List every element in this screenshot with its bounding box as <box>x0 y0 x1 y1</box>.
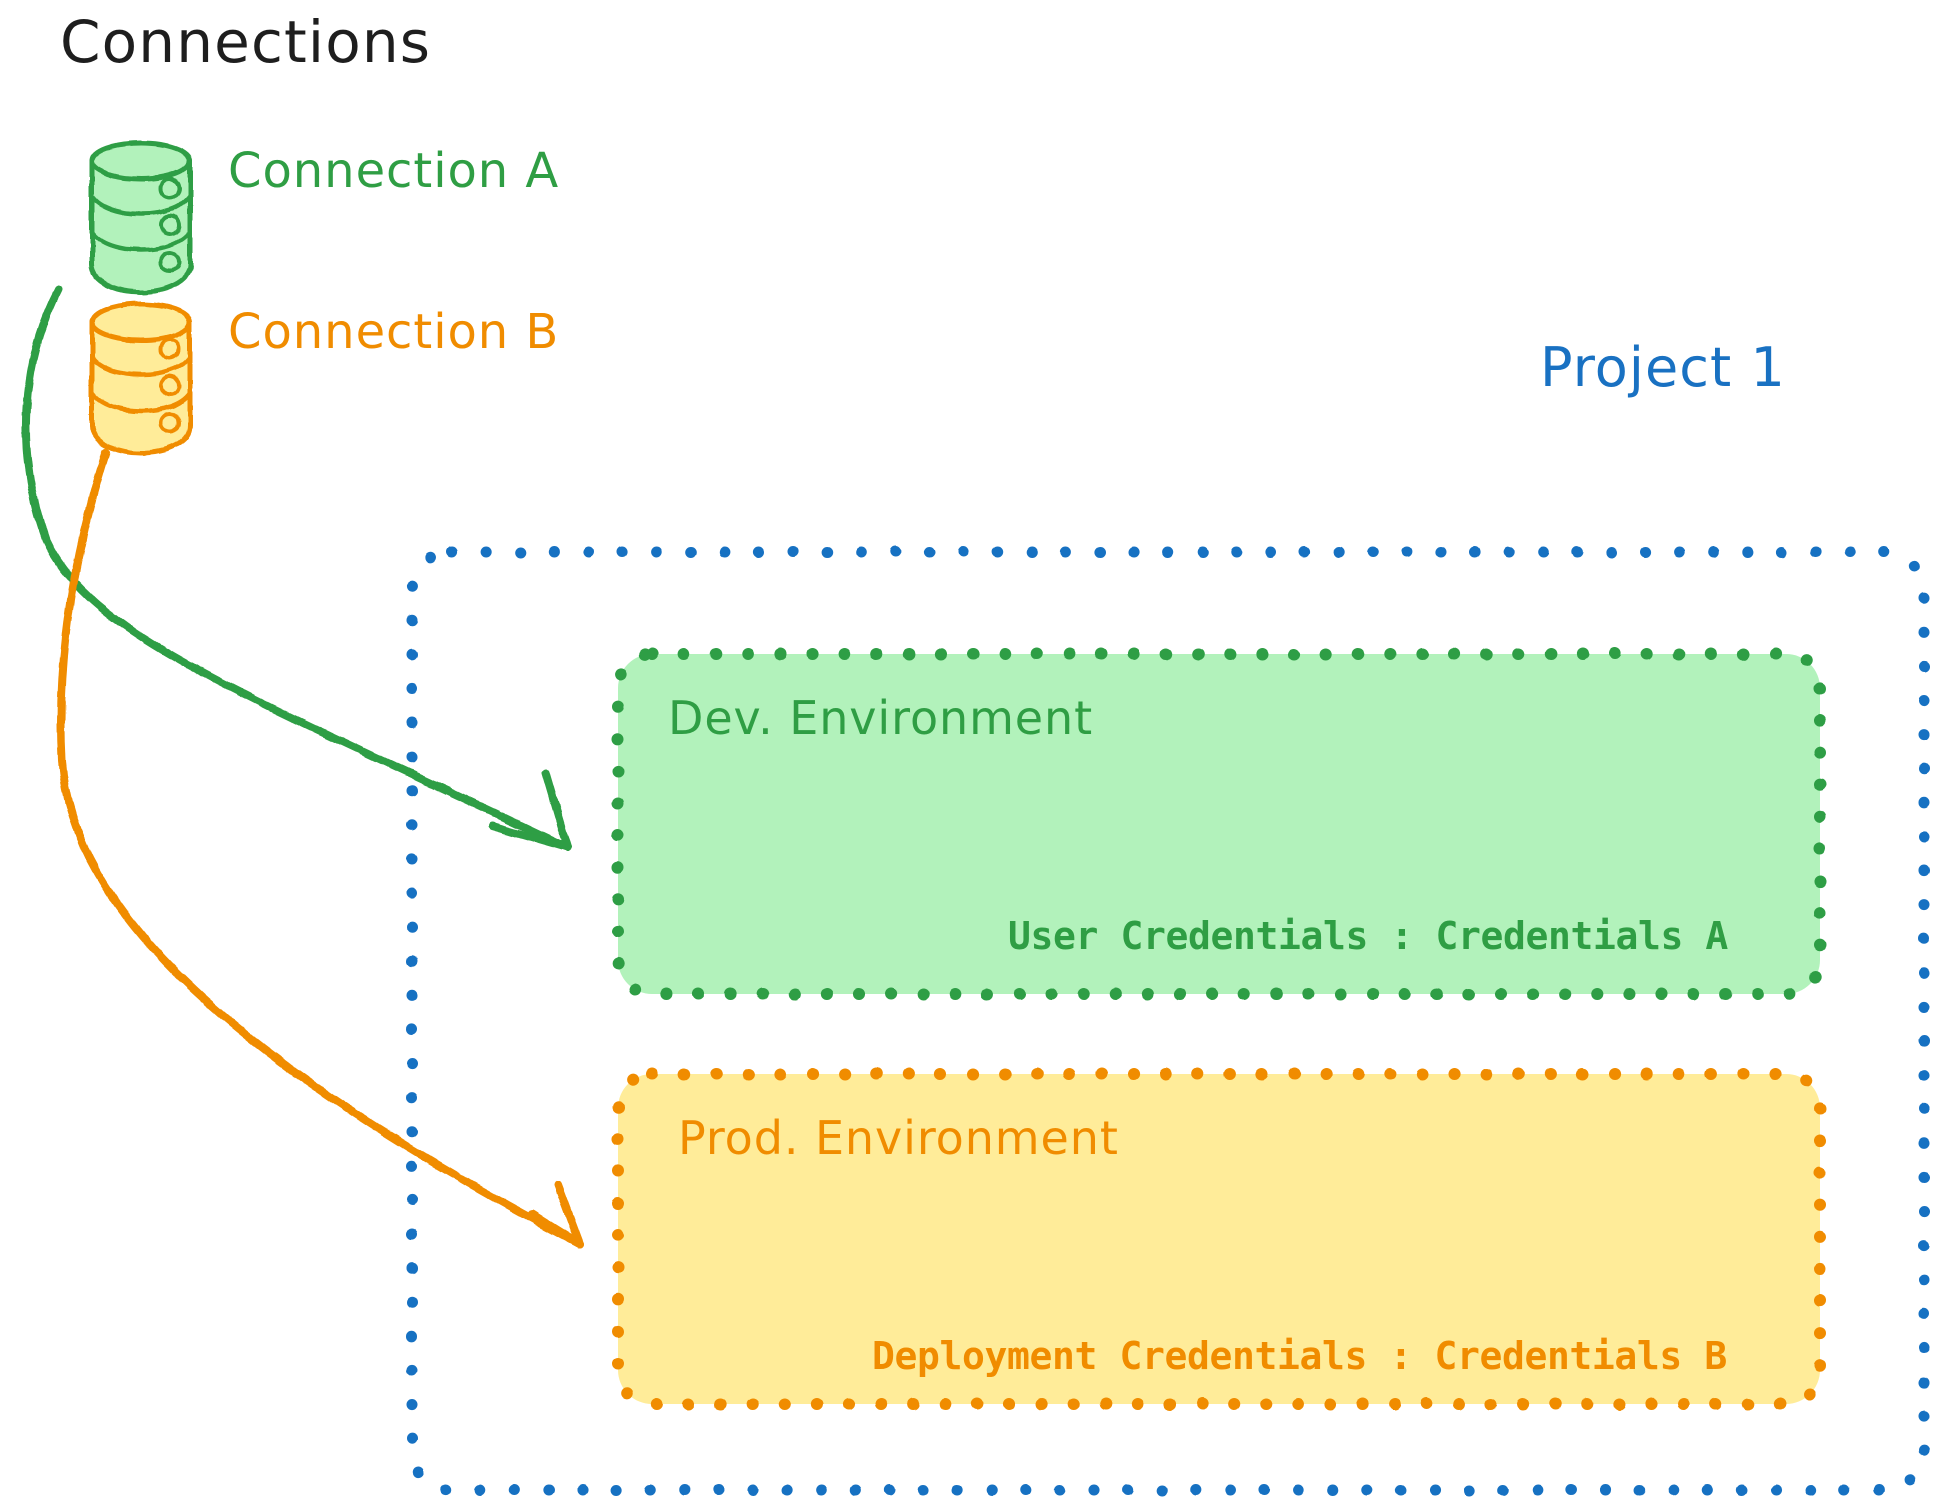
arrow-b-head <box>528 1181 584 1248</box>
page-title: Connections <box>60 8 432 76</box>
arrow-a-head <box>488 769 572 852</box>
cylinder-b-top-fill <box>92 304 190 340</box>
cylinder-b-divider-1 <box>89 354 193 378</box>
prod-environment-box[interactable] <box>612 1068 1826 1410</box>
dev-environment-title: Dev. Environment <box>668 691 1094 745</box>
cylinder-a-led-3 <box>159 251 181 273</box>
prod-environment-dotted-border <box>612 1068 1826 1410</box>
database-cylinder-icon[interactable] <box>89 140 193 295</box>
project-container <box>406 546 1930 1496</box>
prod-environment-credentials: Deployment Credentials : Credentials B <box>872 1334 1727 1378</box>
prod-environment-fill <box>618 1074 1820 1404</box>
cylinder-b-divider-2 <box>89 390 193 414</box>
prod-environment-title: Prod. Environment <box>678 1111 1119 1165</box>
dev-environment-credentials: User Credentials : Credentials A <box>1008 914 1728 958</box>
connection-a-label[interactable]: Connection A <box>228 143 560 199</box>
arrow-b-line <box>57 448 584 1248</box>
connection-b-label[interactable]: Connection B <box>228 304 560 360</box>
project-title: Project 1 <box>1540 336 1786 399</box>
cylinder-a-top-fill <box>92 143 190 179</box>
cylinder-a-divider-1 <box>89 193 193 217</box>
cylinder-b-outline <box>89 319 193 456</box>
cylinder-a-led-2 <box>159 214 181 236</box>
dev-environment-box[interactable] <box>612 648 1826 1000</box>
cylinder-a-outline <box>89 158 193 295</box>
cylinder-b-led-1 <box>159 338 181 360</box>
database-cylinder-icon[interactable] <box>89 301 193 456</box>
project-dotted-border <box>406 546 1930 1496</box>
cylinder-a-led-1 <box>159 177 181 199</box>
arrow-connection-b-to-prod <box>57 448 584 1248</box>
dev-environment-fill <box>618 654 1820 994</box>
cylinder-b-led-2 <box>159 375 181 397</box>
cylinder-a-divider-2 <box>89 229 193 253</box>
cylinder-b-led-3 <box>159 412 181 434</box>
